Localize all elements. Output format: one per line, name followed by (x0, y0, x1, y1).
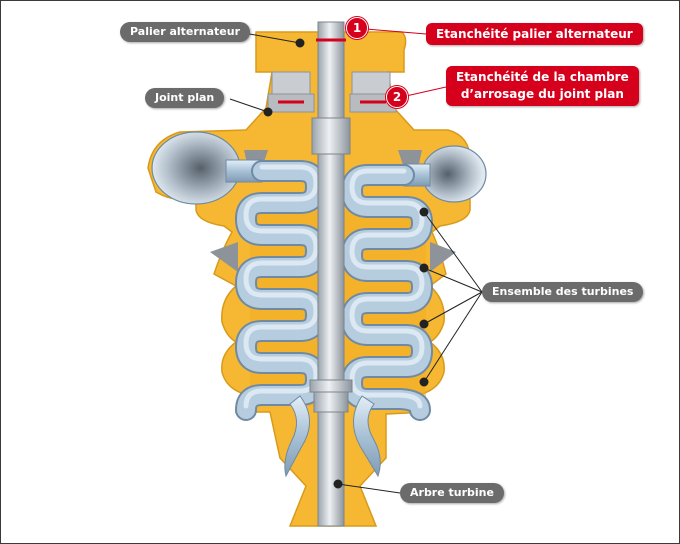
seal-markers (278, 38, 386, 104)
badge-1: 1 (346, 17, 368, 39)
label-joint-plan: Joint plan (145, 88, 225, 108)
label-palier-alternateur: Palier alternateur (120, 22, 251, 42)
label-etancheite-chambre: Etanchéité de la chambre d’arrosage du j… (446, 66, 639, 106)
label-etancheite-chambre-line2: d’arrosage du joint plan (460, 87, 624, 101)
badge-2: 2 (386, 86, 408, 108)
outlet-nozzles (284, 395, 381, 478)
seal-leaders (365, 28, 447, 97)
label-arbre-turbine: Arbre turbine (400, 483, 504, 503)
label-ensemble-turbines: Ensemble des turbines (482, 282, 644, 302)
callout-leaders (229, 32, 483, 494)
turbine-pipes-left (235, 160, 327, 421)
label-etancheite-palier: Etanchéité palier alternateur (426, 23, 643, 45)
turbine-pipes-right (341, 164, 433, 421)
turbine-shaft (309, 21, 353, 527)
label-etancheite-chambre-line1: Etanchéité de la chambre (456, 70, 629, 84)
